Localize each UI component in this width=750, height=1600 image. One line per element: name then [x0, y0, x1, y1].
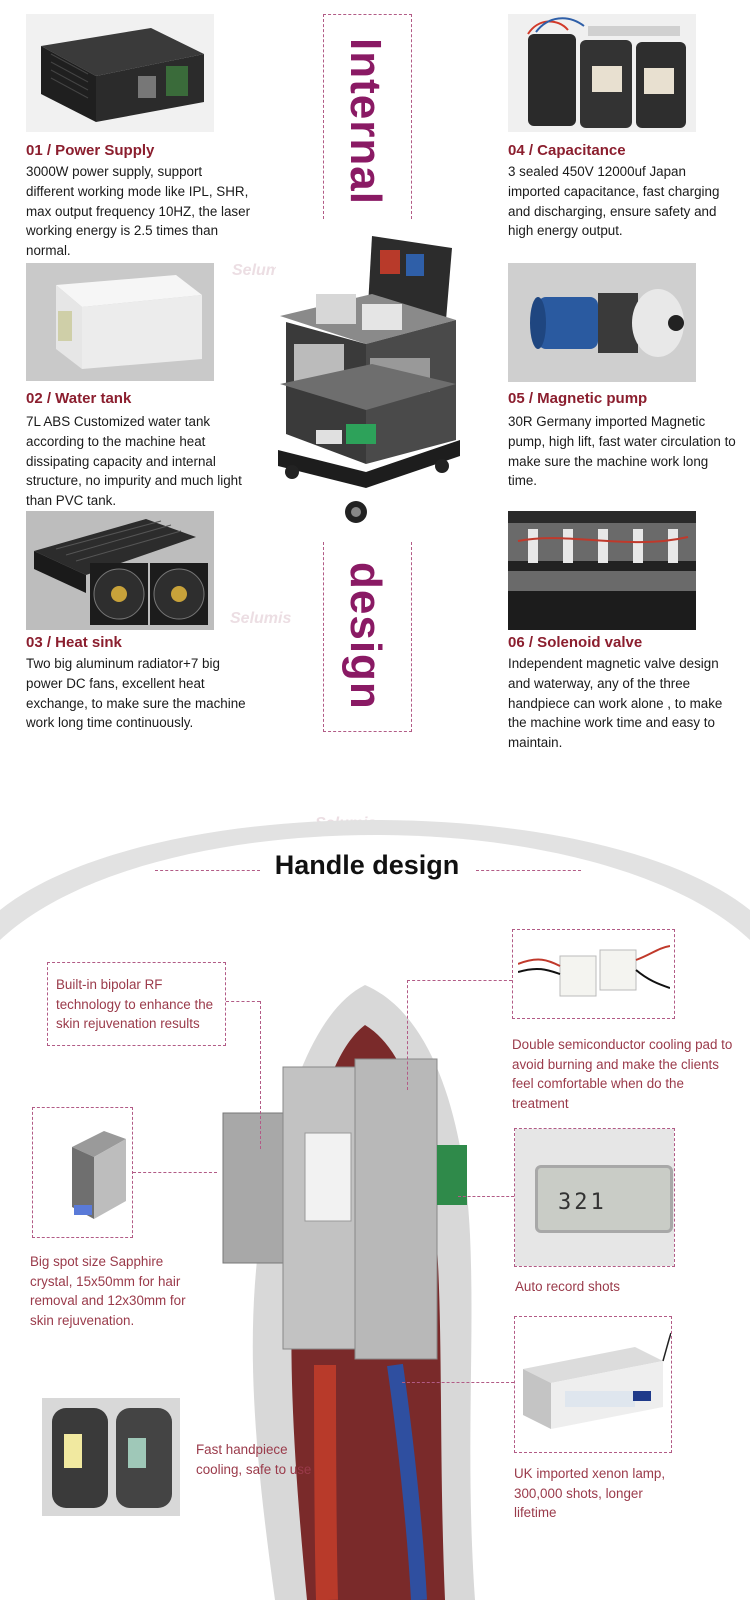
internal-title: Internal: [341, 38, 390, 205]
bipolar-rf-callout-box: [47, 962, 226, 1046]
sapphire-callout-text: Big spot size Sapphire crystal, 15x50mm …: [30, 1254, 186, 1328]
record-callout-text: Auto record shots: [515, 1279, 620, 1294]
power-supply-heading: 01 / Power Supply: [26, 142, 155, 159]
title-rule-left: [155, 870, 260, 871]
water-tank-heading: 02 / Water tank: [26, 390, 132, 407]
bipolar-rf-leader-h: [226, 1001, 260, 1002]
bipolar-rf-leader-v: [260, 1001, 261, 1149]
power-supply-photo: [26, 14, 214, 132]
design-frame-right: [411, 542, 412, 732]
xenon-lamp-photo: [515, 1317, 671, 1452]
design-frame-left: [323, 542, 324, 732]
handle-design-title: Handle design: [274, 850, 460, 880]
capacitance-heading: 04 / Capacitance: [508, 142, 626, 159]
semiconductor-pad-photo: [518, 936, 670, 1012]
internal-frame-right: [411, 14, 412, 219]
lamp-callout-box: [514, 1316, 672, 1453]
lamp-leader: [402, 1382, 514, 1383]
solenoid-valve-heading: 06 / Solenoid valve: [508, 634, 643, 651]
solenoid-valve-description: Independent magnetic valve design and wa…: [508, 656, 723, 751]
counter-value: 321: [558, 1190, 607, 1215]
lamp-callout-text: UK imported xenon lamp, 300,000 shots, l…: [514, 1466, 666, 1520]
title-rule-right: [476, 870, 581, 871]
internal-frame-left: [323, 14, 324, 219]
magnetic-pump-description: 30R Germany imported Magnetic pump, high…: [508, 414, 736, 489]
capacitance-photo: [508, 14, 696, 132]
bipolar-rf-callout-text: Built-in bipolar RF technology to enhanc…: [56, 977, 214, 1031]
sapphire-crystal-photo: [64, 1117, 132, 1227]
water-tank-photo: [26, 263, 214, 381]
magnetic-pump-photo: [508, 263, 696, 382]
heat-sink-description: Two big aluminum radiator+7 big power DC…: [26, 656, 246, 731]
sapphire-callout-box: [32, 1107, 133, 1238]
design-frame-bottom: [323, 731, 412, 732]
handpiece-heads-photo: [42, 1398, 180, 1516]
machine-interior-photo: [276, 234, 462, 526]
counter-photo: 321: [515, 1129, 674, 1266]
design-title: design: [341, 562, 390, 710]
watermark: Selumis: [230, 610, 292, 627]
capacitance-description: 3 sealed 450V 12000uf Japan imported cap…: [508, 164, 720, 239]
cooling-callout-text: Fast handpiece cooling, safe to use: [196, 1442, 312, 1477]
magnetic-pump-heading: 05 / Magnetic pump: [508, 390, 648, 407]
semiconductor-callout-box: [512, 929, 675, 1019]
heat-sink-heading: 03 / Heat sink: [26, 634, 122, 651]
handpiece-photo: [215, 985, 515, 1600]
solenoid-valve-photo: [508, 511, 696, 630]
heat-sink-photo: [26, 511, 214, 630]
water-tank-description: 7L ABS Customized water tank according t…: [26, 414, 242, 509]
semiconductor-callout-text: Double semiconductor cooling pad to avoi…: [512, 1037, 733, 1111]
record-leader: [458, 1196, 514, 1197]
semiconductor-leader-h: [407, 980, 512, 981]
internal-frame-top: [323, 14, 412, 15]
sapphire-leader: [133, 1172, 217, 1173]
semiconductor-leader-v: [407, 980, 408, 1090]
counter-display: 321: [535, 1165, 673, 1233]
record-callout-box: [514, 1128, 675, 1267]
power-supply-description: 3000W power supply, support different wo…: [26, 164, 251, 259]
